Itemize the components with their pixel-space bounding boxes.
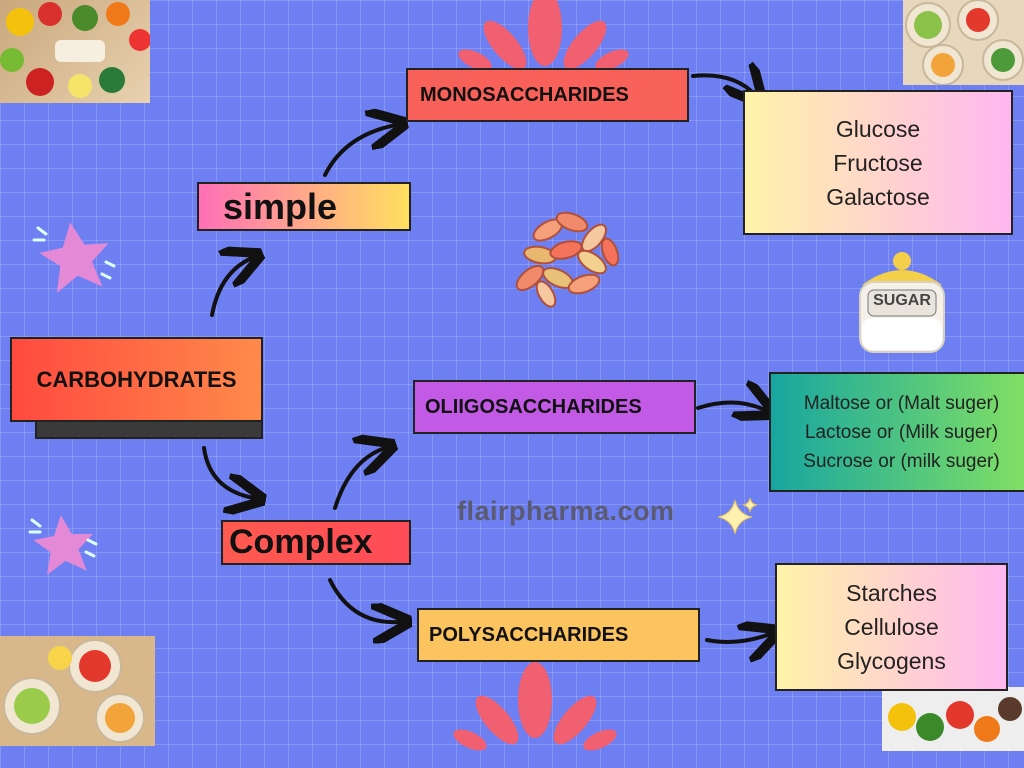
polysaccharides-node: POLYSACCHARIDES [417,608,700,662]
oligosaccharides-examples: Maltose or (Malt suger) Lactose or (Milk… [769,372,1024,492]
monosaccharides-examples: Glucose Fructose Galactose [743,90,1013,235]
arrow-icon [696,402,765,410]
arrow-icon [202,446,254,498]
polysaccharides-label: POLYSACCHARIDES [429,623,629,646]
example-item: Lactose or (Milk suger) [804,421,999,443]
monosaccharides-label: MONOSACCHARIDES [420,83,629,106]
star-icon [28,515,98,575]
carbohydrates-label: CARBOHYDRATES [36,366,237,392]
example-item: Sucrose or (milk suger) [803,450,1000,472]
simple-node: simple [197,182,411,231]
sparkle-icon [717,497,758,535]
example-item: Glycogens [837,648,946,674]
example-item: Glucose [835,115,921,142]
oligosaccharides-node: OLIIGOSACCHARIDES [413,380,696,434]
arrow-icon [328,578,400,622]
sugar-jar-icon [859,252,945,353]
example-item: Starches [846,580,937,606]
oligosaccharides-label: OLIIGOSACCHARIDES [425,395,642,418]
food-photo [903,0,1024,85]
example-item: Galactose [826,183,930,210]
food-photo [882,687,1024,751]
food-photo [0,636,155,746]
example-item: Fructose [833,149,923,176]
arrow-icon [705,634,770,642]
monosaccharides-node: MONOSACCHARIDES [406,68,689,122]
carbohydrates-node: CARBOHYDRATES [10,337,263,422]
simple-label: simple [223,185,338,227]
beans-icon [515,211,620,308]
arrow-icon [210,258,252,317]
polysaccharides-examples: Starches Cellulose Glycogens [775,563,1008,691]
arrow-icon [323,125,396,177]
star-icon [32,222,116,293]
complex-node: Complex [221,520,411,565]
arrow-icon [333,448,385,510]
complex-label: Complex [229,523,373,561]
example-item: Maltose or (Malt suger) [803,392,1000,414]
watermark: flairpharma.com [457,496,675,526]
sugar-jar-label: SUGAR [873,292,931,309]
petal-burst-icon [453,662,617,751]
food-photo [0,0,150,103]
petal-burst-icon [458,0,629,71]
example-item: Cellulose [844,614,939,640]
